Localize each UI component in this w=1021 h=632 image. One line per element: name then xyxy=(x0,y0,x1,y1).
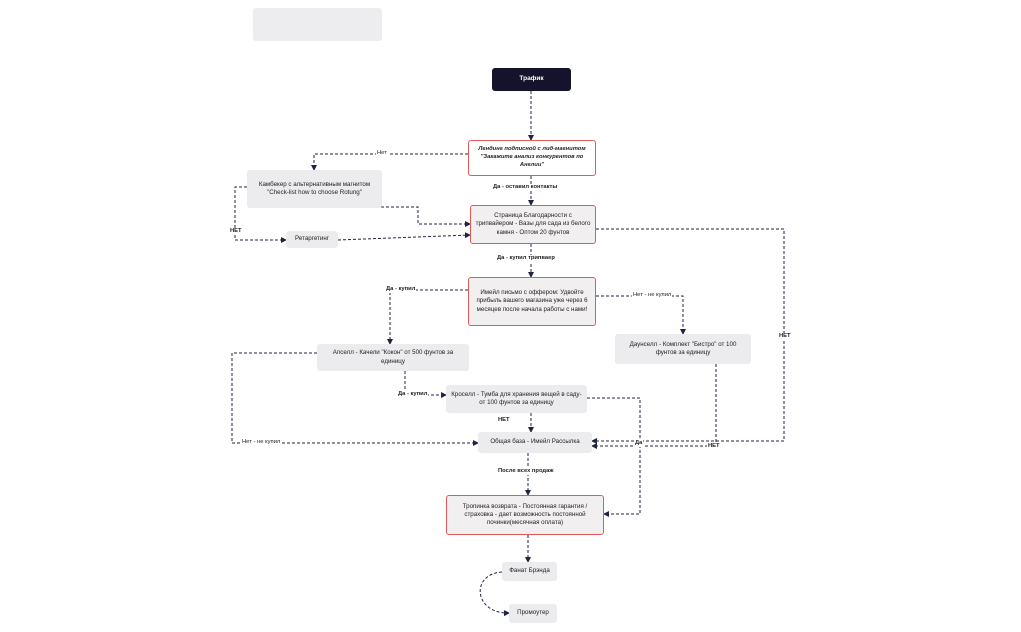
edge-upsell-base xyxy=(231,352,479,446)
edge-upsell-crossell xyxy=(404,371,447,398)
label-net-ne-kupil-2: Нет - не купил xyxy=(241,439,282,446)
node-cambacker[interactable]: Камбекер с альтернативным магнитом "Chec… xyxy=(247,170,382,208)
label-da-kupil-2: Да - купил xyxy=(397,391,429,398)
label-da-tripwire: Да - купил трипваер xyxy=(496,255,556,262)
node-crossell[interactable]: Кроселл - Тумба для хранения вещей в сад… xyxy=(446,385,587,413)
edge-crossell-return xyxy=(587,397,641,517)
label-net-ne-kupil-1: Нет - не купил xyxy=(632,292,673,299)
node-upsell[interactable]: Апселл - Качели "Кокон" от 500 фунтов за… xyxy=(317,344,469,371)
edge-email-downsell xyxy=(596,295,686,335)
label-da-contacts: Да - оставил контакты xyxy=(492,184,559,191)
edge-cambacker-retargeting xyxy=(234,186,287,243)
placeholder-block xyxy=(253,8,382,41)
node-traffic[interactable]: Трафик xyxy=(492,68,571,91)
label-net-crossell: НЕТ xyxy=(497,417,511,424)
edge-thanks-base xyxy=(591,228,785,444)
node-landing[interactable]: Лендинг подписной с лид-магнитом "Закажи… xyxy=(468,140,596,176)
label-da-right: Да xyxy=(634,440,644,447)
edge-fan-promoter xyxy=(479,571,510,617)
node-retargeting[interactable]: Ретаргетинг xyxy=(286,231,338,248)
edge-retargeting-thanks xyxy=(337,232,471,241)
node-thanks[interactable]: Страница Благодарности с трипвайером - В… xyxy=(470,205,596,244)
label-da-kupil-1: Да - купил xyxy=(385,286,417,293)
node-fan[interactable]: Фанат Брэнда xyxy=(502,562,557,581)
node-email-offer[interactable]: Имейл письмо с оффером: Удвойте прибыль … xyxy=(468,277,596,326)
node-downsell[interactable]: Даунселл - Комплект "Бистро" от 100 фунт… xyxy=(615,334,751,364)
label-net-right: НЕТ xyxy=(778,333,792,340)
edge-landing-cambacker xyxy=(311,153,468,171)
edge-downsell-base xyxy=(591,364,717,449)
label-net-landing: Нет xyxy=(376,150,388,157)
node-base[interactable]: Общая база - Имейл Рассылка xyxy=(478,432,592,453)
label-after-sales: После всех продаж xyxy=(497,468,555,475)
label-net-cambacker: НЕТ xyxy=(229,228,243,235)
label-net-bottom: НЕТ xyxy=(707,443,721,450)
node-return-path[interactable]: Тропинка возврата - Постоянная гарантия … xyxy=(446,495,604,535)
edge-email-upsell xyxy=(387,289,468,345)
edge-cambacker-thanks xyxy=(366,206,471,227)
node-promoter[interactable]: Промоутер xyxy=(509,604,557,623)
